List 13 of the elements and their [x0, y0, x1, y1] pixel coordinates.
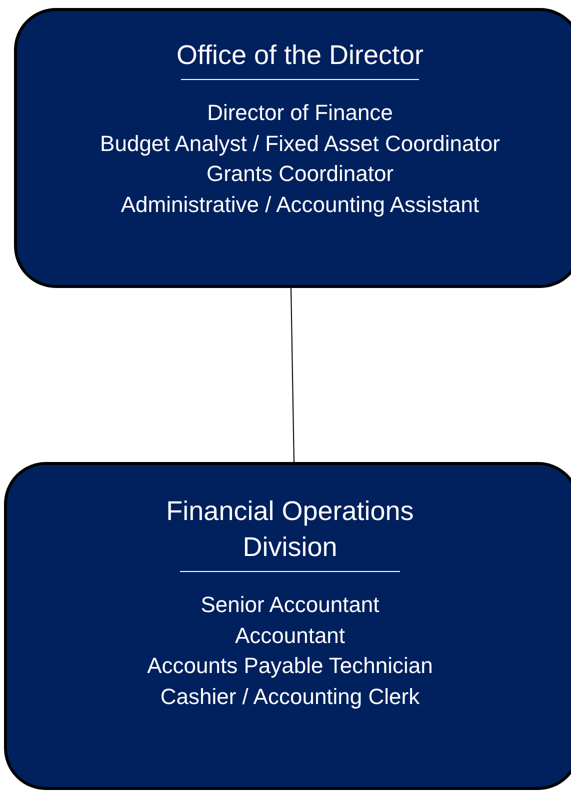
job-title: Director of Finance — [207, 99, 393, 127]
unit-heading: Office of the Director — [175, 39, 425, 72]
job-title: Budget Analyst / Fixed Asset Coordinator — [100, 130, 500, 158]
job-title: Cashier / Accounting Clerk — [160, 682, 420, 711]
job-title: Accounts Payable Technician — [147, 652, 433, 680]
unit-heading: Financial Operations Division — [165, 495, 415, 564]
org-unit-box — [4, 462, 571, 790]
connector-line — [290, 288, 294, 462]
job-title: Administrative / Accounting Assistant — [120, 190, 480, 219]
job-title: Senior Accountant — [200, 591, 380, 619]
job-title: Accountant — [234, 622, 346, 650]
org-unit-box — [14, 8, 571, 288]
job-title: Grants Coordinator — [206, 160, 394, 188]
